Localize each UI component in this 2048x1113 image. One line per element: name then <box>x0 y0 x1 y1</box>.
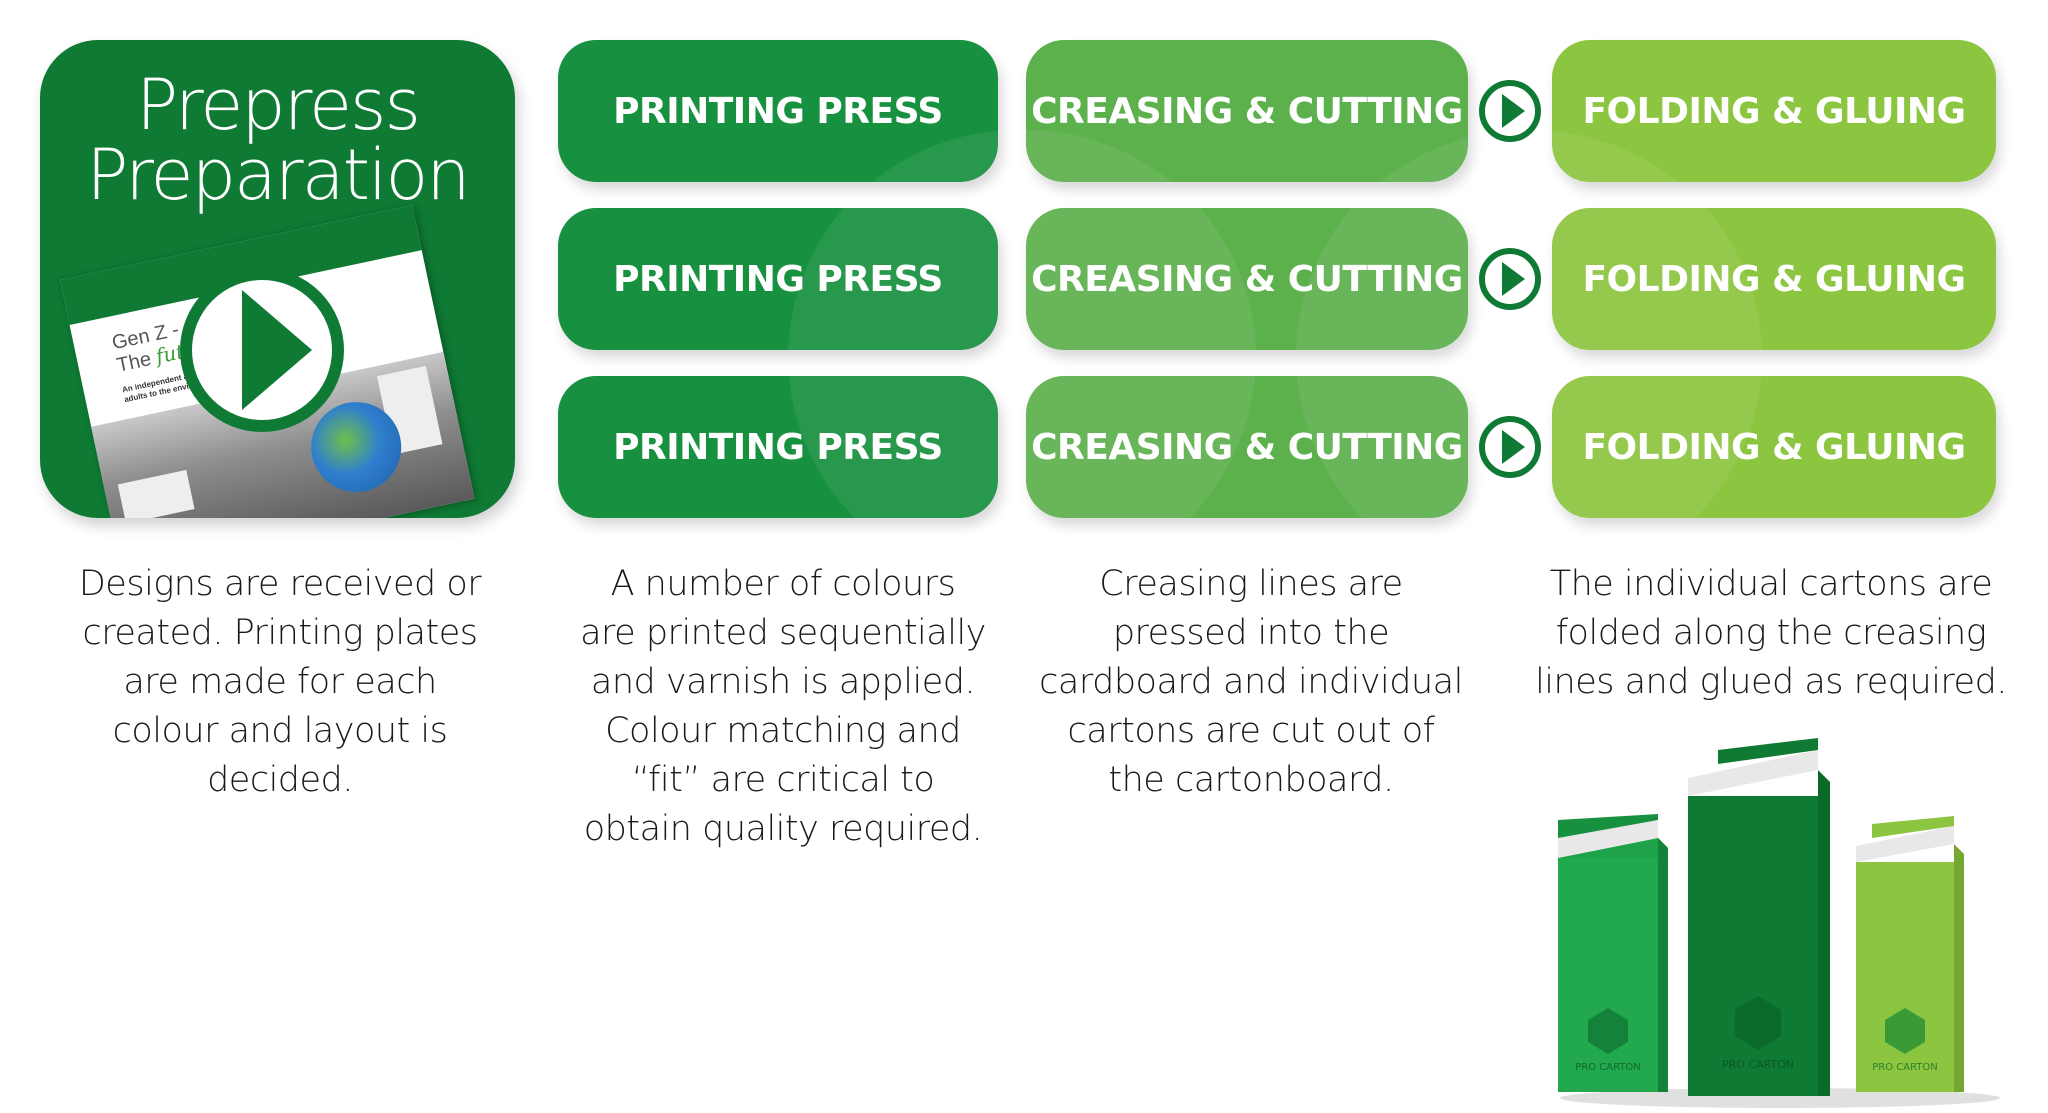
creasing-cutting-label: CREASING & CUTTING <box>1031 258 1463 300</box>
prepress-description: Designs are received or created. Printin… <box>78 564 482 800</box>
creasing-cutting-label: CREASING & CUTTING <box>1031 426 1463 468</box>
decorative-glow <box>1296 130 1468 182</box>
creasing-cutting-button[interactable]: CREASING & CUTTING <box>1026 376 1468 518</box>
prepress-title-line1: Prepress <box>136 64 421 146</box>
play-icon[interactable] <box>178 266 346 434</box>
printing-press-label: PRINTING PRESS <box>613 258 943 300</box>
prepress-title: Prepress Preparation <box>40 70 515 210</box>
folding-gluing-label: FOLDING & GLUING <box>1582 258 1966 300</box>
creasing-cutting-button[interactable]: CREASING & CUTTING <box>1026 208 1468 350</box>
next-arrow-icon <box>1479 248 1541 310</box>
folding-description: The individual cartons are folded along … <box>1535 564 2007 702</box>
decorative-glow <box>1026 130 1256 182</box>
svg-text:PRO CARTON: PRO CARTON <box>1722 1058 1794 1071</box>
creasing-description: Creasing lines are pressed into the card… <box>1039 564 1463 800</box>
decorative-glow <box>1552 130 1762 182</box>
svg-text:PRO CARTON: PRO CARTON <box>1872 1062 1938 1073</box>
protest-sign <box>117 469 195 518</box>
printing-description: A number of colours are printed sequenti… <box>580 564 986 849</box>
folding-gluing-button[interactable]: FOLDING & GLUING <box>1552 40 1996 182</box>
carton-box-left: PRO CARTON <box>1558 814 1668 1092</box>
decorative-glow <box>788 130 998 182</box>
printing-press-label: PRINTING PRESS <box>613 426 943 468</box>
decorative-glow <box>1026 208 1256 350</box>
printing-press-button[interactable]: PRINTING PRESS <box>558 208 998 350</box>
carton-boxes-illustration: PRO CARTON PRO CARTON PRO CARTON <box>1558 738 2000 1108</box>
folding-gluing-label: FOLDING & GLUING <box>1582 426 1966 468</box>
prepress-title-line2: Preparation <box>86 134 470 216</box>
carton-box-right: PRO CARTON <box>1856 816 1964 1092</box>
creasing-cutting-label: CREASING & CUTTING <box>1031 90 1463 132</box>
next-arrow-icon <box>1479 80 1541 142</box>
printing-press-label: PRINTING PRESS <box>613 90 943 132</box>
carton-box-middle: PRO CARTON <box>1688 738 1830 1096</box>
prepress-card[interactable]: Prepress Preparation Gen Z - The future … <box>40 40 515 518</box>
folding-gluing-button[interactable]: FOLDING & GLUING <box>1552 208 1996 350</box>
svg-text:PRO CARTON: PRO CARTON <box>1575 1062 1641 1073</box>
folding-gluing-button[interactable]: FOLDING & GLUING <box>1552 376 1996 518</box>
folding-gluing-label: FOLDING & GLUING <box>1582 90 1966 132</box>
printing-press-button[interactable]: PRINTING PRESS <box>558 40 998 182</box>
printing-press-button[interactable]: PRINTING PRESS <box>558 376 998 518</box>
next-arrow-icon <box>1479 416 1541 478</box>
creasing-cutting-button[interactable]: CREASING & CUTTING <box>1026 40 1468 182</box>
